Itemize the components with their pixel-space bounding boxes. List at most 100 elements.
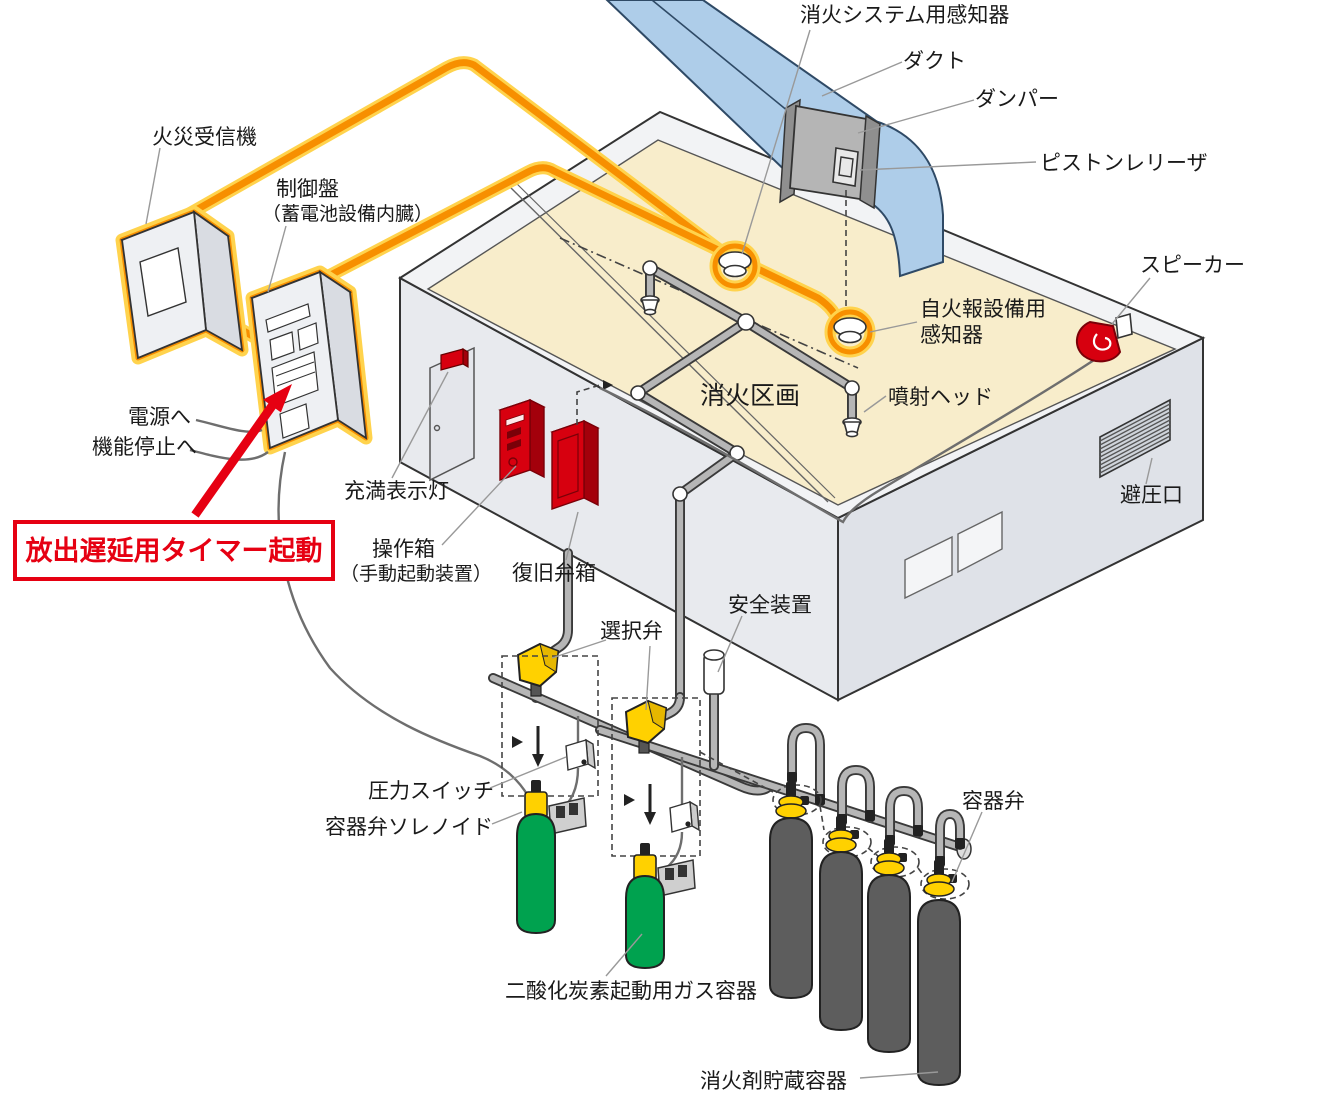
leader-auto-fire-alarm-detector [869,321,918,333]
pressure-relief-vent [1099,398,1171,479]
leader-piston-releaser [859,161,1037,171]
receiver-window [139,247,187,317]
leader-agent-storage [859,1071,939,1079]
label-fire-system-detector: 消火システム用感知器 [800,3,1009,27]
note-text: 放出遅延用タイマー起動 [25,535,323,567]
piston-releaser-device [832,147,859,187]
operation-box-side [529,398,545,479]
leader-recovery-box [565,511,579,561]
c4-disc2 [923,881,955,897]
c1-body [769,816,813,1000]
pressure-switch-2 [669,800,700,833]
panel-button-block2 [297,322,319,351]
label-pressure-switch: 圧力スイッチ [368,779,494,803]
pilot-line [699,751,925,877]
label-full-lamp: 充満表示灯 [344,479,449,503]
leader-speaker [1111,277,1151,325]
pilot-loop-c4 [920,868,970,900]
duct-elbow [860,118,944,278]
label-to-function-stop: 機能停止へ [92,435,197,459]
pipe-elbow-3 [630,385,646,401]
operation-box-display2 [507,439,521,451]
sv1-shade [539,643,559,673]
wall-panel-left [904,535,953,600]
leader-full-lamp [391,371,449,479]
flow-arrow-right-1 [512,736,523,748]
label-spray-head: 噴射ヘッド [888,385,993,409]
operation-box-display1 [507,427,521,439]
ps2-front [669,801,693,833]
c1-cap [786,782,796,798]
panel-display-slot [265,303,311,333]
spray-head-1 [640,295,660,316]
operation-box [498,398,546,481]
pipe-corner [672,486,688,502]
label-solenoid: 容器弁ソレノイド [325,815,493,839]
starter-cylinder-2 [625,843,696,970]
label-piston-releaser: ピストンレリーザ [1040,151,1208,175]
damper-flange-right [859,114,881,210]
leader-vent [1145,457,1153,485]
g2-solenoid-coil1 [665,868,674,880]
leader-lines [145,29,1153,1079]
label-operation-box-1: 操作箱 [372,537,435,561]
spray-head-2 [842,417,862,438]
safety-device-cap [703,649,725,661]
c2-body [819,850,863,1032]
recovery-valve-box [550,419,600,510]
leader-safety-device [717,615,743,673]
receiver-detector-cable [164,59,726,256]
detector2-base [838,330,862,344]
ps1-dot [581,759,587,765]
ceiling-division-line-2 [511,178,836,499]
leader-co2-starter [605,933,643,977]
ps1-front [565,739,589,771]
recovery-box-inset [557,433,579,499]
panel-button-block1 [269,331,295,361]
box-to-ceiling-dashed [576,384,601,425]
label-vent: 避圧口 [1120,483,1183,507]
damper-body [789,104,873,202]
label-auto-fire-alarm-detector-1: 自火報設備用 [920,297,1046,321]
leader-selector-valve-1 [551,639,607,659]
label-safety-device: 安全装置 [728,593,812,617]
label-damper: ダンパー [975,87,1059,111]
starter-cylinder-1 [516,780,587,935]
c2-disc2 [825,837,857,853]
dash-arrow [603,380,613,390]
detector1-base [723,264,747,278]
leader-solenoid [491,811,523,825]
recovery-box-side [583,419,599,507]
panel-keypad-line1 [275,361,315,377]
detector1-glow-inner [712,243,758,289]
control-panel-unit [245,265,373,455]
c3-cap [884,839,894,855]
leader-container-valve [951,811,983,883]
storage-cylinder-4 [917,860,961,1087]
front-wall-equipment [429,346,613,510]
full-indicator-lamp [440,347,469,371]
c4-cap [934,860,944,876]
storage-cylinder-3 [867,839,911,1054]
lamp-side [462,347,469,369]
speaker-wire [599,351,1107,524]
label-control-panel-2: （蓄電池設備内臓） [262,203,433,225]
flow-arrow-down-1-head [532,754,544,767]
label-container-valve: 容器弁 [962,789,1025,813]
g1-solenoid-coil2 [569,803,578,815]
fire-receiver-unit [115,205,249,365]
vent-louvers [1099,403,1171,474]
release-delay-note: 放出遅延用タイマー起動 [13,384,335,581]
leader-damper [857,99,975,134]
speaker-horn [1075,320,1122,363]
selector-valve-2 [624,699,668,754]
speaker-assembly [599,312,1133,524]
recovery-box-front [551,420,585,510]
speaker-bracket [1115,312,1133,340]
label-fire-receiver: 火災受信機 [152,125,257,149]
leader-spray-head [863,395,887,413]
leader-fire-system-detector [741,29,811,255]
c4-body [917,898,961,1087]
pressure-switch-1 [565,738,596,771]
